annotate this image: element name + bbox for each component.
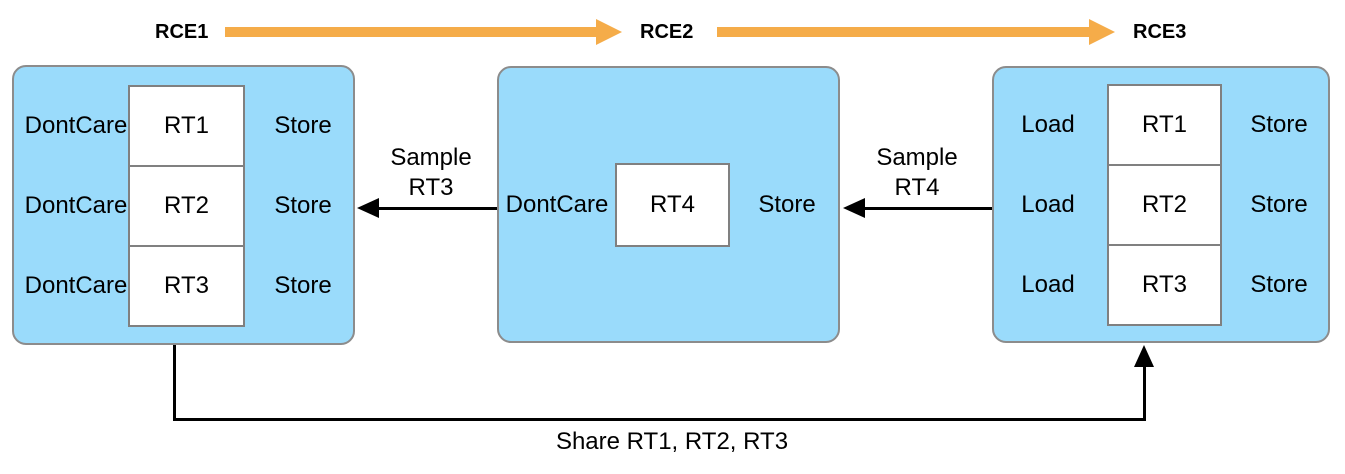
rce2-block: DontCare RT4 Store [497,66,840,343]
sample-rt3-caption-line1: Sample [390,144,472,171]
flow-arrow-head [596,19,622,45]
rce1-load-action-rt1: DontCare [24,112,128,139]
sample-rt3-caption: Sample RT3 [371,143,491,203]
sample-rt4-caption: Sample RT4 [857,143,977,203]
rce3-store-action-rt2: Store [1250,191,1308,218]
flow-arrow-rce2-to-rce3-icon [717,19,1115,45]
rce3-rt3-box: RT3 [1107,244,1222,326]
rce1-rt1-box: RT1 [128,85,245,167]
rce3-load-action-rt1: Load [1021,111,1075,138]
sample-rt4-caption-line1: Sample [876,144,958,171]
share-caption: Share RT1, RT2, RT3 [555,428,789,455]
rce1-rt2-box: RT2 [128,165,245,247]
share-connector-bottom-segment [173,418,1146,421]
rce1-load-action-rt2: DontCare [24,192,128,219]
rce3-load-action-rt2: Load [1021,191,1075,218]
flow-arrow-body [225,27,598,37]
rce1-store-action-rt2: Store [274,192,332,219]
rce3-store-action-rt3: Store [1250,271,1308,298]
sample-rt4-caption-line2: RT4 [894,174,940,201]
share-connector-right-segment [1143,364,1146,421]
flow-arrow-head [1089,19,1115,45]
rce3-title: RCE3 [1133,21,1187,43]
rce2-rt4-box: RT4 [615,163,730,247]
rce3-load-action-rt3: Load [1021,271,1075,298]
sample-rt4-arrowhead-icon [843,198,865,218]
flow-arrow-rce1-to-rce2-icon [225,19,622,45]
rce1-load-action-rt3: DontCare [24,272,128,299]
rce1-title: RCE1 [155,21,209,43]
rce2-load-action-rt4: DontCare [505,191,609,218]
rce2-store-action-rt4: Store [758,191,816,218]
sample-rt3-caption-line2: RT3 [408,174,454,201]
flow-arrow-body [717,27,1091,37]
rce1-store-action-rt3: Store [274,272,332,299]
rce2-title: RCE2 [640,21,694,43]
rce1-rt3-box: RT3 [128,245,245,327]
rce3-rt2-box: RT2 [1107,164,1222,246]
rce3-rt1-box: RT1 [1107,84,1222,166]
sample-rt4-arrow-line [862,207,992,210]
share-connector-left-segment [173,345,176,421]
rce1-store-action-rt1: Store [274,112,332,139]
rce1-block: DontCare DontCare DontCare RT1 RT2 RT3 S… [12,65,355,345]
share-arrowhead-icon [1134,345,1154,367]
sample-rt3-arrowhead-icon [357,198,379,218]
rce3-store-action-rt1: Store [1250,111,1308,138]
rce3-block: Load Load Load RT1 RT2 RT3 Store Store S… [992,66,1330,343]
sample-rt3-arrow-line [376,207,497,210]
